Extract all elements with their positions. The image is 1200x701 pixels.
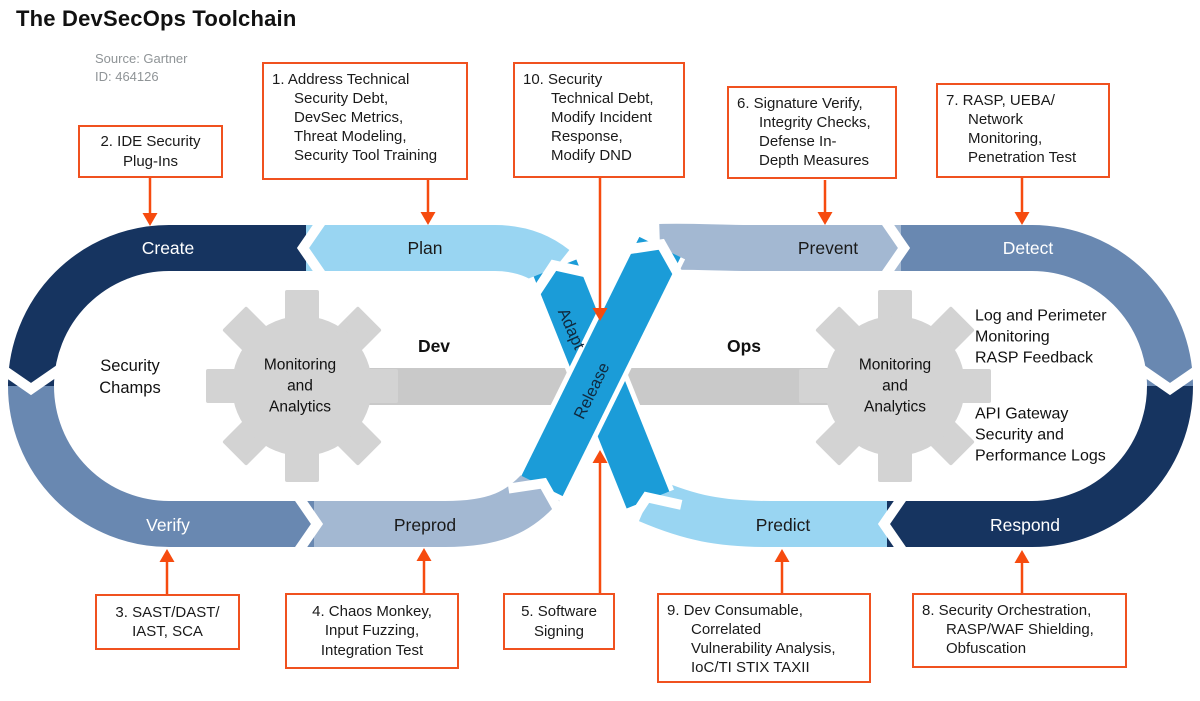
chevron-preprod-release	[507, 477, 565, 517]
callout-2-create: 2. IDE Security Plug-Ins	[78, 125, 223, 178]
svg-text:Performance Logs: Performance Logs	[975, 448, 1106, 465]
callout-8-respond: 8. Security Orchestration, RASP/WAF Shie…	[912, 593, 1127, 668]
phase-plan: Plan	[407, 238, 442, 258]
chevron-predict-adapt	[623, 491, 683, 530]
chevron-create-verify	[0, 364, 63, 396]
phase-create: Create	[142, 238, 195, 258]
phase-respond: Respond	[990, 515, 1060, 535]
log-perimeter-label: Log and Perimeter Monitoring RASP Feedba…	[975, 308, 1107, 367]
callout-1-plan: 1. Address Technical Security Debt, DevS…	[262, 62, 468, 180]
callout-10-adapt: 10. Security Technical Debt, Modify Inci…	[513, 62, 685, 178]
security-champs-label: Security Champs	[99, 357, 160, 397]
phase-predict: Predict	[756, 515, 811, 535]
svg-text:API Gateway: API Gateway	[975, 406, 1068, 423]
svg-text:Analytics: Analytics	[864, 399, 926, 416]
callout-9-predict: 9. Dev Consumable, Correlated Vulnerabil…	[657, 593, 871, 683]
arrow-to-verify	[159, 549, 175, 594]
chevron-release-prevent	[625, 238, 683, 278]
arrow-to-plan	[420, 180, 436, 225]
arrow-to-respond	[1014, 550, 1030, 593]
chevron-detect-respond	[1138, 364, 1200, 396]
callout-6-prevent: 6. Signature Verify, Integrity Checks, D…	[727, 86, 897, 179]
phase-preprod: Preprod	[394, 515, 456, 535]
band-verify	[8, 385, 314, 547]
arrow-to-release	[592, 450, 608, 593]
monitoring-analytics-dev-label: Monitoring and Analytics	[264, 357, 336, 416]
arrow-to-adapt-release	[592, 178, 608, 321]
svg-text:and: and	[882, 378, 908, 395]
phase-verify: Verify	[146, 515, 190, 535]
band-create	[8, 225, 306, 387]
chevron-verify-preprod	[292, 492, 324, 556]
source-line: Source: Gartner	[95, 51, 188, 66]
svg-text:RASP Feedback: RASP Feedback	[975, 350, 1094, 367]
svg-text:Monitoring: Monitoring	[859, 357, 931, 374]
band-respond	[887, 385, 1193, 547]
source-note: Source: Gartner ID: 464126	[95, 50, 188, 85]
band-release	[521, 236, 681, 497]
svg-text:and: and	[287, 378, 313, 395]
ops-label: Ops	[727, 336, 761, 356]
api-gateway-label: API Gateway Security and Performance Log…	[975, 406, 1106, 465]
band-detect	[901, 225, 1193, 387]
arrow-to-preprod	[416, 548, 432, 593]
callout-5-release: 5. Software Signing	[503, 593, 615, 650]
callout-7-detect: 7. RASP, UEBA/ Network Monitoring, Penet…	[936, 83, 1110, 178]
dev-label: Dev	[418, 336, 450, 356]
arrow-to-create	[142, 178, 158, 226]
arrow-to-detect	[1014, 178, 1030, 225]
arrow-to-prevent	[817, 180, 833, 225]
arrow-to-predict	[774, 549, 790, 593]
svg-text:Monitoring: Monitoring	[975, 329, 1050, 346]
phase-detect: Detect	[1003, 238, 1054, 258]
chevron-adapt-plan	[530, 259, 590, 298]
svg-text:Monitoring: Monitoring	[264, 357, 336, 374]
callout-3-verify: 3. SAST/DAST/ IAST, SCA	[95, 594, 240, 650]
phase-prevent: Prevent	[798, 238, 858, 258]
band-preprod	[314, 470, 560, 547]
chevron-respond-predict	[877, 492, 909, 556]
svg-text:Log and Perimeter: Log and Perimeter	[975, 308, 1107, 325]
chevron-prevent-detect	[879, 216, 911, 280]
svg-text:Security: Security	[100, 357, 160, 375]
band-prevent	[659, 223, 901, 271]
page-title: The DevSecOps Toolchain	[16, 6, 297, 31]
svg-text:Champs: Champs	[99, 379, 160, 397]
band-predict	[638, 478, 887, 547]
svg-text:Security and: Security and	[975, 427, 1064, 444]
source-id-line: ID: 464126	[95, 68, 159, 84]
svg-text:Analytics: Analytics	[269, 399, 331, 416]
monitoring-analytics-ops-label: Monitoring and Analytics	[859, 357, 931, 416]
callout-4-preprod: 4. Chaos Monkey, Input Fuzzing, Integrat…	[285, 593, 459, 669]
chevron-plan-create	[296, 216, 328, 280]
